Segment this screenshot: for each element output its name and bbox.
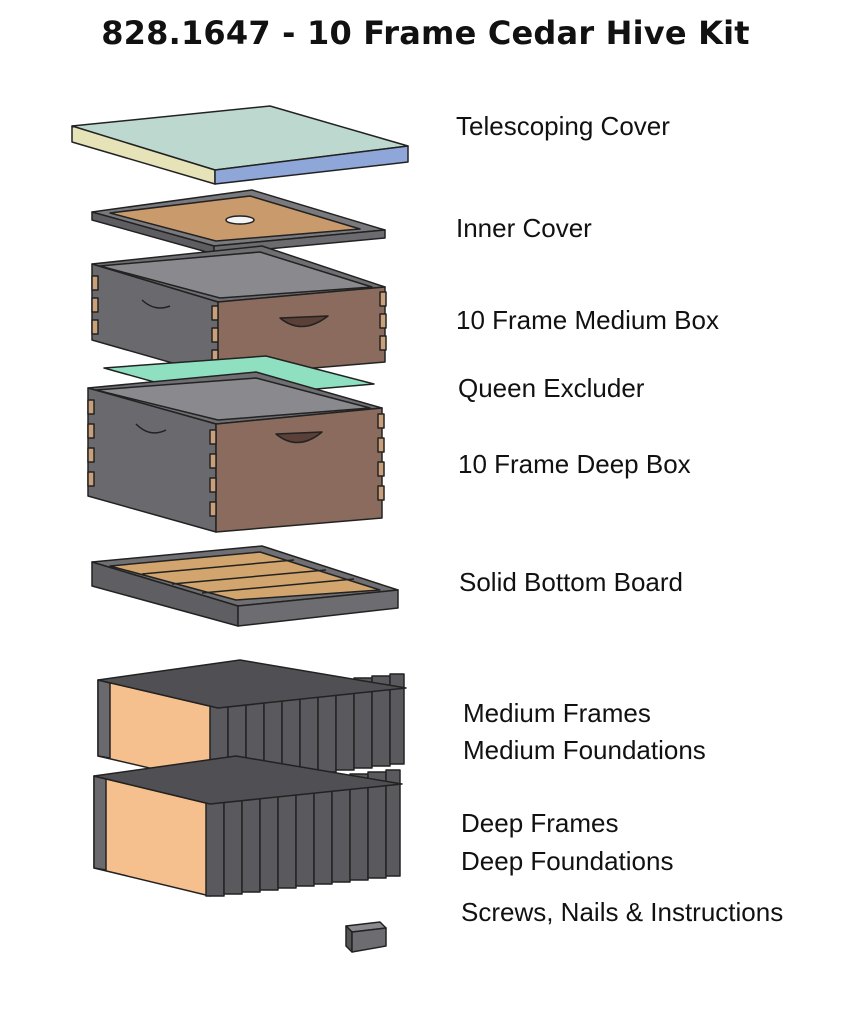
label-bottom-board: Solid Bottom Board xyxy=(459,567,684,597)
label-medium-foundations: Medium Foundations xyxy=(463,735,706,765)
label-deep-box: 10 Frame Deep Box xyxy=(458,449,691,479)
bottom-board-drawing xyxy=(91,545,399,627)
medium-box-drawing xyxy=(91,245,387,377)
label-queen-excluder: Queen Excluder xyxy=(458,373,645,403)
label-medium-box: 10 Frame Medium Box xyxy=(456,305,719,335)
page-title: 828.1647 - 10 Frame Cedar Hive Kit xyxy=(101,14,750,52)
label-medium-frames: Medium Frames xyxy=(463,698,651,728)
inner-cover-drawing xyxy=(91,189,386,255)
label-telescoping-cover: Telescoping Cover xyxy=(456,111,670,141)
label-hardware: Screws, Nails & Instructions xyxy=(461,897,784,927)
deep-box-drawing xyxy=(87,371,385,533)
label-inner-cover: Inner Cover xyxy=(456,213,592,243)
label-deep-frames: Deep Frames xyxy=(461,808,619,838)
telescoping-cover-drawing xyxy=(71,105,409,185)
hardware-box-drawing xyxy=(345,921,387,953)
label-deep-foundations: Deep Foundations xyxy=(461,846,674,876)
deep-frames-drawing xyxy=(93,755,403,897)
